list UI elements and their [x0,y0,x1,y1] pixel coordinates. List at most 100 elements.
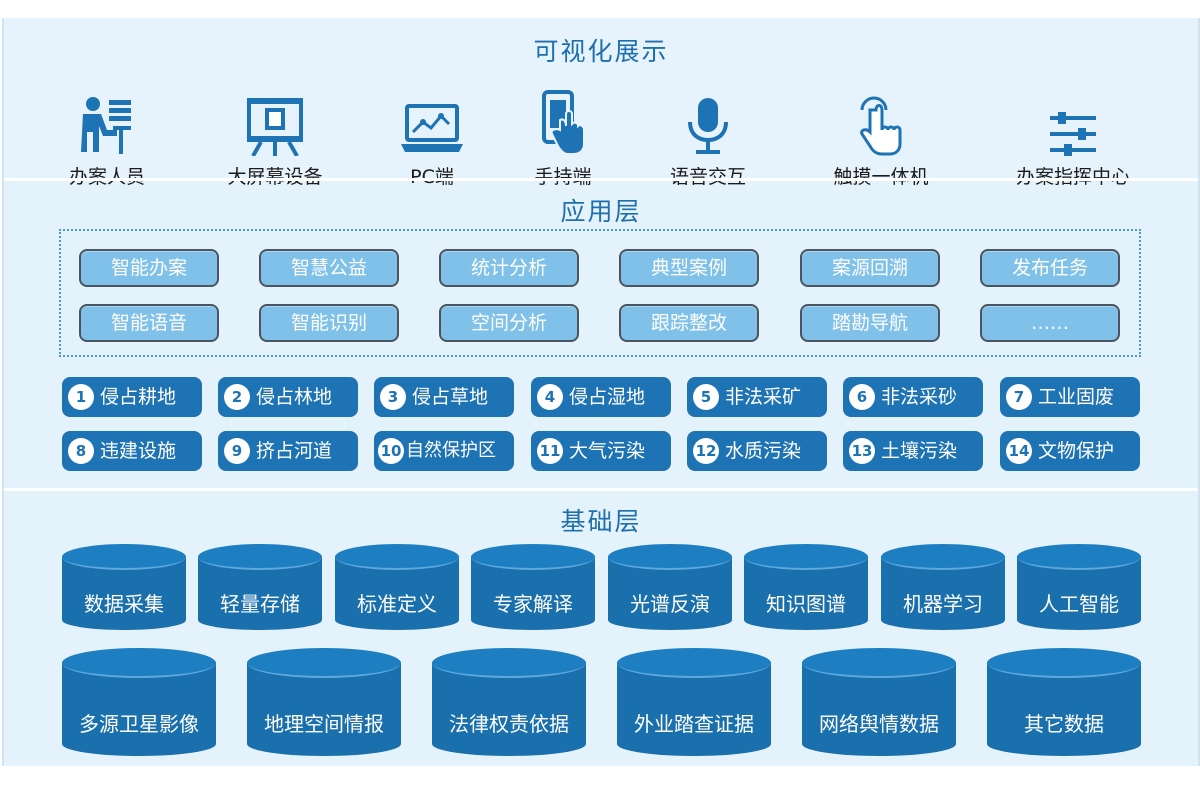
app-module[interactable]: 发布任务 [980,249,1120,287]
app-module[interactable]: 空间分析 [439,304,579,342]
foundation-layer-title: 基础层 [560,507,642,536]
architecture-diagram: 可视化展示 办案人员 大屏幕设备 [2,18,1200,766]
tag-label: 水质污染 [725,440,802,462]
tag-label: 文物保护 [1038,440,1115,462]
cylinder-label: 外业踏查证据 [634,712,754,736]
foundation-cylinder: 地理空间情报 [247,648,401,756]
app-module[interactable]: 案源回溯 [800,249,940,287]
device-voice: 语音交互 [623,84,793,189]
device-case-officer: 办案人员 [22,84,192,189]
app-module[interactable]: 智能办案 [79,249,219,287]
tag-label: 大气污染 [569,440,646,462]
cylinder-label: 数据采集 [84,592,164,616]
foundation-cylinder: 轻量存储 [198,544,322,630]
tag-label: 非法采矿 [725,386,802,408]
cylinder-label: 标准定义 [357,592,437,616]
app-module[interactable]: 统计分析 [439,249,579,287]
tag-label: 自然保护区 [406,440,496,461]
case-officer-icon [22,84,192,156]
foundation-cylinder: 标准定义 [335,544,459,630]
app-module[interactable]: 踏勘导航 [800,304,940,342]
scenario-tag[interactable]: 1 侵占耕地 [62,377,202,417]
app-module[interactable]: 跟踪整改 [619,304,759,342]
divider [4,488,1198,491]
tag-number: 6 [849,384,875,410]
tag-label: 工业固废 [1038,386,1115,408]
cylinder-label: 光谱反演 [630,592,710,616]
foundation-cylinder: 专家解译 [471,544,595,630]
tag-label: 侵占草地 [412,386,489,408]
foundation-cylinder: 网络舆情数据 [802,648,956,756]
cylinder-label: 网络舆情数据 [819,712,939,736]
scenario-tag[interactable]: 5 非法采矿 [687,377,827,417]
handheld-phone-icon [478,84,648,156]
app-module[interactable]: 典型案例 [619,249,759,287]
divider [4,178,1198,181]
scenario-tag[interactable]: 8 违建设施 [62,431,202,471]
device-label: 大屏幕设备 [227,166,323,188]
app-module-more[interactable]: …… [980,304,1120,342]
tag-label: 侵占湿地 [569,386,646,408]
scenario-tag[interactable]: 12 水质污染 [687,431,827,471]
scenario-tag[interactable]: 3 侵占草地 [374,377,514,417]
app-module[interactable]: 智能识别 [259,304,399,342]
cylinder-label: 机器学习 [903,592,983,616]
foundation-cylinder: 人工智能 [1017,544,1141,630]
device-label: PC端 [410,166,454,188]
foundation-cylinder: 多源卫星影像 [62,648,216,756]
scenario-tag[interactable]: 2 侵占林地 [218,377,358,417]
tag-label: 侵占耕地 [100,386,177,408]
app-module[interactable]: 智能语音 [79,304,219,342]
tag-number: 14 [1006,438,1032,464]
device-command-center: 办案指挥中心 [988,84,1158,189]
tag-number: 5 [693,384,719,410]
foundation-cylinder: 法律权责依据 [432,648,586,756]
device-handheld: 手持端 [478,84,648,189]
scenario-tag[interactable]: 14 文物保护 [1000,431,1140,471]
device-pc: PC端 [347,84,517,189]
visual-layer [4,18,1198,178]
tag-label: 违建设施 [100,440,177,462]
scenario-tag[interactable]: 4 侵占湿地 [531,377,671,417]
tag-label: 挤占河道 [256,440,333,462]
tag-number: 12 [693,438,719,464]
application-layer-title: 应用层 [560,197,642,226]
device-touch-kiosk: 触摸一体机 [796,84,966,189]
tag-number: 3 [380,384,406,410]
foundation-cylinder: 知识图谱 [744,544,868,630]
cylinder-label: 地理空间情报 [264,712,384,736]
cylinder-label: 人工智能 [1039,592,1119,616]
tag-number: 10 [378,438,404,464]
pc-laptop-icon [347,84,517,156]
microphone-icon [623,84,793,156]
app-module[interactable]: 智慧公益 [259,249,399,287]
device-label: 办案指挥中心 [1015,166,1130,188]
foundation-cylinder: 其它数据 [987,648,1141,756]
cylinder-label: 法律权责依据 [449,712,569,736]
cylinder-label: 其它数据 [1024,712,1104,736]
foundation-cylinder: 外业踏查证据 [617,648,771,756]
tag-number: 8 [68,438,94,464]
device-label: 手持端 [534,166,592,188]
tag-number: 2 [224,384,250,410]
foundation-cylinder: 数据采集 [62,544,186,630]
tag-number: 1 [68,384,94,410]
tag-number: 11 [537,438,563,464]
app-module-group [59,229,1141,357]
tag-number: 4 [537,384,563,410]
device-large-screen: 大屏幕设备 [190,84,360,189]
large-screen-icon [190,84,360,156]
control-sliders-icon [988,84,1158,156]
visual-layer-title: 可视化展示 [533,37,669,66]
foundation-cylinder: 机器学习 [881,544,1005,630]
device-label: 语音交互 [669,166,746,188]
tag-label: 侵占林地 [256,386,333,408]
device-label: 办案人员 [68,166,145,188]
scenario-tag[interactable]: 11 大气污染 [531,431,671,471]
tag-number: 13 [849,438,875,464]
